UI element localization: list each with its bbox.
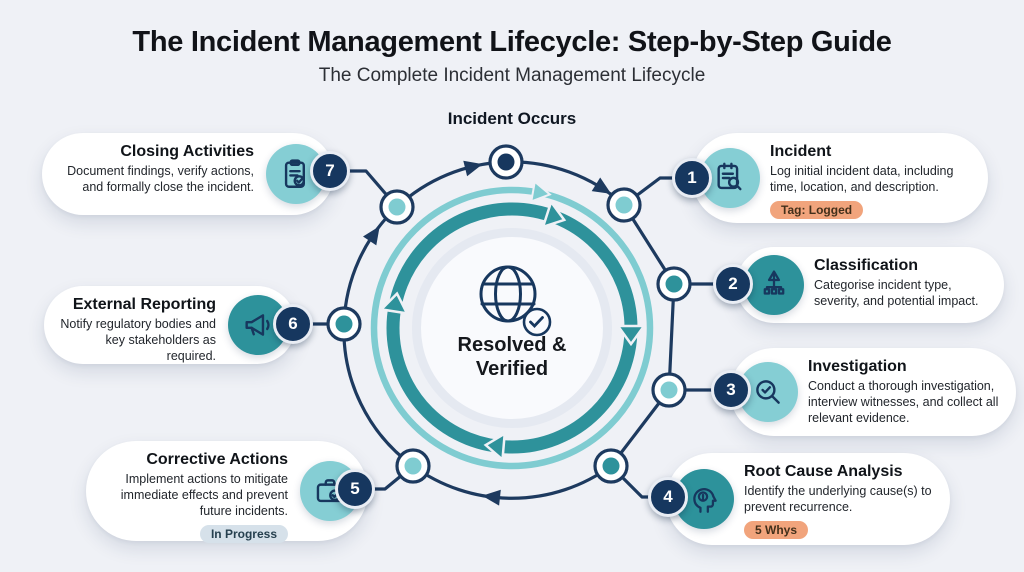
step-title: Closing Activities <box>120 143 254 160</box>
flow-arrow-icon <box>482 489 501 506</box>
step-card-root-cause: Root Cause Analysis Identify the underly… <box>666 453 950 545</box>
step-title: Root Cause Analysis <box>744 463 903 480</box>
ring-chevron-icon <box>378 291 410 316</box>
ring-node-5 <box>395 448 431 484</box>
step-card-closing-activities: Closing Activities Document findings, ve… <box>42 133 334 215</box>
step-description: Categorise incident type, severity, and … <box>814 278 979 308</box>
step-description: Identify the underlying cause(s) to prev… <box>744 484 932 514</box>
step-card-investigation: Investigation Conduct a thorough investi… <box>730 348 1016 436</box>
step-card-classification: Classification Categorise incident type,… <box>736 247 1004 323</box>
ring-node-7 <box>379 189 415 225</box>
center-status-line1: Resolved & <box>457 334 567 356</box>
globe-check-icon <box>479 265 552 337</box>
step-badge: 5 Whys <box>744 520 809 539</box>
step-badge: Tag: Logged <box>770 200 864 219</box>
step-card-external-reporting: External Reporting Notify regulatory bod… <box>44 286 296 364</box>
step-description: Notify regulatory bodies and key stakeho… <box>60 317 216 363</box>
page-title: The Incident Management Lifecycle: Step-… <box>132 26 892 58</box>
step-title: Classification <box>814 257 919 274</box>
ring-node-1 <box>606 187 642 223</box>
step-number-badge-4: 4 <box>648 477 688 517</box>
flow-arrow-icon <box>363 226 380 246</box>
step-number-badge-7: 7 <box>310 151 350 191</box>
ring-node-4 <box>593 448 629 484</box>
ring-chevron-icon <box>615 324 647 347</box>
ring-arrow-icon <box>530 179 552 203</box>
step-title: Investigation <box>808 358 907 375</box>
step-description: Implement actions to mitigate immediate … <box>120 472 288 518</box>
inner-ring-light <box>370 186 654 470</box>
header: The Incident Management Lifecycle: Step-… <box>0 26 1024 87</box>
flow-arrow-icon <box>591 177 612 194</box>
center-circle <box>421 237 603 419</box>
center-status-line2: Verified <box>475 357 549 380</box>
flow-arrow-icon <box>463 160 483 177</box>
step-title: Corrective Actions <box>146 451 288 468</box>
step-title: External Reporting <box>72 296 216 313</box>
step-badge: In Progress <box>199 524 288 543</box>
ring-nodes <box>326 144 692 484</box>
ring-node-start <box>488 144 524 180</box>
center-status-label: Resolved & Verified <box>412 334 612 381</box>
ring-chevron-icon <box>483 431 507 463</box>
step-card-corrective-actions: Corrective Actions Implement actions to … <box>86 441 368 543</box>
ring-node-2 <box>656 266 692 302</box>
step-number-badge-3: 3 <box>711 370 751 410</box>
step-number-badge-6: 6 <box>273 304 313 344</box>
step-number-badge-1: 1 <box>672 158 712 198</box>
step-number-badge-5: 5 <box>335 469 375 509</box>
ring-node-3 <box>651 372 687 408</box>
hierarchy-alert-icon <box>744 255 804 315</box>
step-description: Document findings, verify actions, and f… <box>67 164 254 194</box>
step-title: Incident <box>770 143 832 160</box>
step-description: Log initial incident data, including tim… <box>770 164 954 194</box>
step-description: Conduct a thorough investigation, interv… <box>808 379 999 425</box>
incident-occurs-label: Incident Occurs <box>447 109 577 128</box>
step-card-incident: Incident Log initial incident data, incl… <box>692 133 988 223</box>
ring-chevron-icon <box>541 199 567 229</box>
ring-node-6 <box>326 306 362 342</box>
page-subtitle: The Complete Incident Management Lifecyc… <box>318 65 706 86</box>
step-number-badge-2: 2 <box>713 264 753 304</box>
